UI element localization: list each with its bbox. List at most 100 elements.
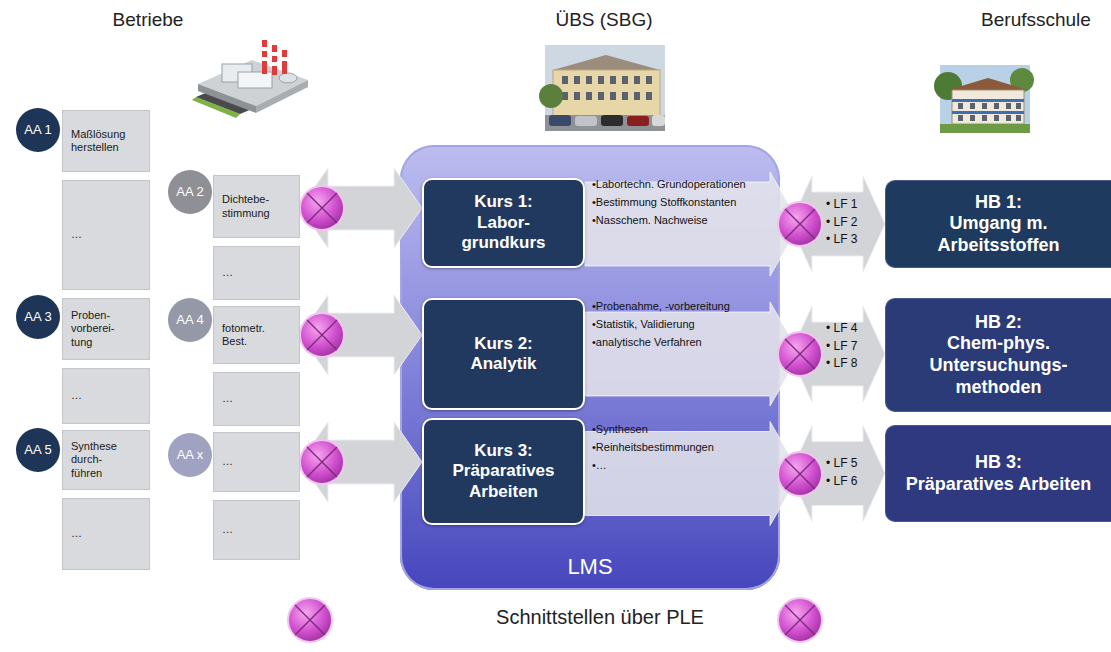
label-box: •Bestimmung Stoffkonstanten (592, 196, 777, 210)
label-box: •analytische Verfahren (592, 336, 777, 350)
task-circle: AA 3 (16, 295, 60, 339)
legend-text: Schnittstellen über PLE (440, 606, 760, 629)
node-text: Analytik (470, 354, 536, 374)
factory-icon (192, 40, 308, 118)
label-box: • LF 8 (826, 356, 882, 372)
node-text: Kurs 2: (474, 334, 533, 354)
photo-grass (940, 124, 1030, 133)
task-box: … (213, 246, 300, 300)
task-box: … (213, 372, 300, 426)
course-topic: •… (592, 459, 777, 473)
label-box: •Labortechn. Grundoperationen (592, 178, 777, 192)
node-text: … (222, 455, 279, 468)
photo-building (952, 90, 1024, 124)
interface-symbol (300, 186, 344, 230)
node-text: Präparatives Arbeiten (442, 461, 565, 502)
photo-car (575, 116, 597, 126)
task-box: … (62, 180, 150, 290)
connector-arrow (790, 306, 885, 402)
course-topic: •Probenahme, -vorbereitung (592, 300, 777, 314)
learning-field-item: • LF 1 (826, 197, 882, 213)
photo-roof (948, 78, 1028, 90)
task-circle: AA x (168, 433, 212, 477)
legend-symbol (288, 598, 332, 642)
learning-field-item: • LF 6 (826, 474, 882, 490)
photo-windows (562, 76, 652, 100)
training-centre-photo (539, 45, 665, 131)
task-box: fotometr. Best. (213, 306, 300, 364)
task-box: Proben- vorberei- tung (62, 298, 150, 360)
task-box: … (62, 368, 150, 424)
course-topic: •Synthesen (592, 423, 777, 437)
course-box: Kurs 2:Analytik (422, 298, 585, 410)
learning-field-item: • LF 8 (826, 356, 882, 372)
node-text: AA 4 (176, 313, 203, 327)
course-topic: •Statistik, Validierung (592, 318, 777, 332)
node-text: AA 2 (176, 185, 203, 199)
node-text: HB 1: (975, 192, 1022, 214)
task-box: Maßlösung herstellen (62, 110, 150, 172)
course-topic: •Reinheitsbestimmungen (592, 441, 777, 455)
node-text: Kurs 1: (474, 192, 533, 212)
node-text: Chem-phys. Untersuchungs- methoden (902, 333, 1095, 398)
node-text: AA 1 (24, 123, 51, 137)
factory-building (238, 72, 272, 88)
node-text: … (71, 389, 129, 402)
node-text: LMS (567, 554, 612, 580)
label-box: •Nasschem. Nachweise (592, 214, 777, 228)
legend-row: Schnittstellen über PLE (440, 606, 760, 629)
label-box: ÜBS (SBG) (504, 9, 704, 31)
task-circle: AA 4 (168, 298, 212, 342)
course-topic: •Labortechn. Grundoperationen (592, 178, 777, 192)
photo-building (553, 70, 660, 116)
label-box: •… (592, 459, 777, 473)
interface-symbol (300, 313, 344, 357)
label-box: • LF 7 (826, 339, 882, 355)
course-topic: •Bestimmung Stoffkonstanten (592, 196, 777, 210)
node-text: Kurs 3: (474, 441, 533, 461)
node-text: AA 5 (24, 443, 51, 457)
interface-symbol (778, 202, 822, 246)
node-text: Labor- grundkurs (442, 213, 565, 254)
learning-field-item: • LF 4 (826, 321, 882, 337)
node-text: … (222, 266, 279, 279)
node-text: Umgang m. Arbeitsstoffen (902, 213, 1095, 256)
factory-chimney (282, 50, 287, 74)
node-text: … (222, 523, 279, 536)
task-circle: AA 5 (16, 428, 60, 472)
column-heading: Berufsschule (966, 9, 1106, 31)
label-box: • LF 5 (826, 456, 882, 472)
chimney-stripes (262, 47, 287, 66)
connector-arrow (790, 176, 885, 272)
factory-chimney (272, 45, 277, 75)
node-text: Präparatives Arbeiten (906, 474, 1091, 496)
label-box: • LF 6 (826, 474, 882, 490)
task-box: … (62, 498, 150, 570)
task-box: Synthese durch- führen (62, 430, 150, 490)
photo-sky (545, 45, 665, 131)
task-circle: AA 1 (16, 108, 60, 152)
legend-symbol (778, 598, 822, 642)
node-text: HB 3: (975, 452, 1022, 474)
label-box: •Synthesen (592, 423, 777, 437)
photo-tree (539, 84, 563, 108)
photo-car (601, 115, 623, 126)
learning-field-item: • LF 3 (826, 232, 882, 248)
label-box: •Probenahme, -vorbereitung (592, 300, 777, 314)
node-text: fotometr. Best. (222, 322, 279, 348)
label-box: • LF 3 (826, 232, 882, 248)
label-box: •Statistik, Validierung (592, 318, 777, 332)
node-text: … (71, 527, 129, 540)
photo-car (549, 115, 571, 126)
course-box: Kurs 1:Labor- grundkurs (422, 178, 585, 268)
column-heading: Betriebe (48, 9, 248, 31)
node-text: … (71, 228, 129, 241)
node-text: Dichtebe- stimmung (222, 193, 279, 219)
label-box: • LF 2 (826, 215, 882, 231)
task-box: … (213, 500, 300, 560)
interface-symbol (300, 440, 344, 484)
course-topic: •Nasschem. Nachweise (592, 214, 777, 228)
learning-field-item: • LF 7 (826, 339, 882, 355)
learning-field-box: HB 3:Präparatives Arbeiten (885, 425, 1111, 522)
